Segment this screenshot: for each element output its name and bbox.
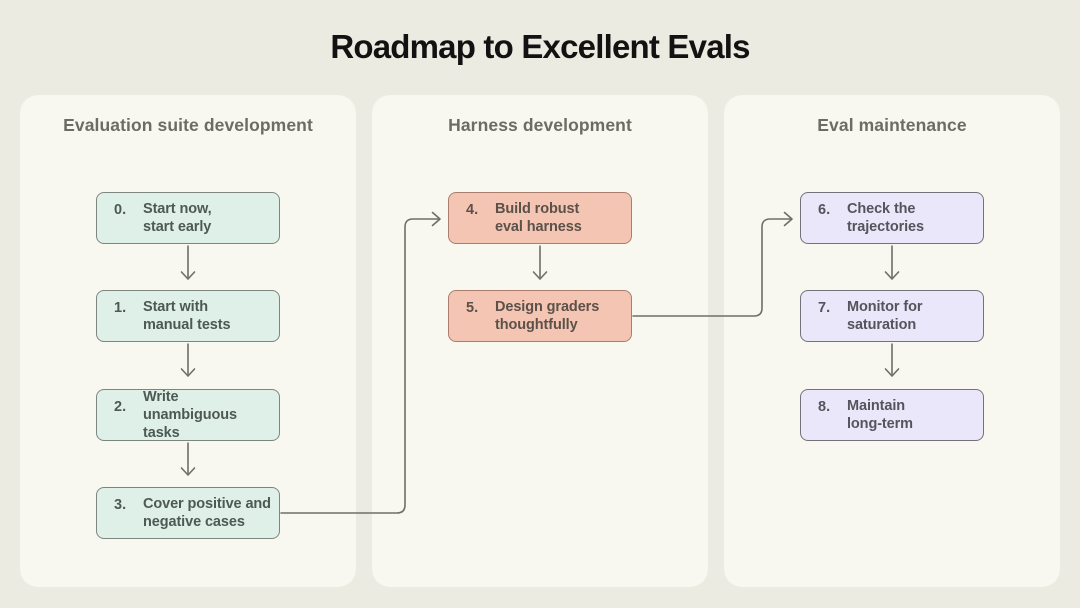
- column-evaluation-suite-development: Evaluation suite development 0. Start no…: [20, 95, 356, 587]
- step-text: Start with manual tests: [143, 299, 231, 333]
- column-eval-maintenance: Eval maintenance 6. Check the trajectori…: [724, 95, 1060, 587]
- step-text: Cover positive and negative cases: [143, 496, 271, 530]
- step-text: Start now, start early: [143, 201, 212, 235]
- step-text: Design graders thoughtfully: [495, 299, 600, 333]
- step-number: 3.: [114, 497, 127, 513]
- step-box-5: 5. Design graders thoughtfully: [448, 290, 632, 342]
- step-box-2: 2. Write unambiguous tasks: [96, 389, 280, 441]
- step-box-7: 7. Monitor for saturation: [800, 290, 984, 342]
- page-title: Roadmap to Excellent Evals: [330, 28, 750, 65]
- column-header: Harness development: [448, 115, 632, 135]
- step-box-1: 1. Start with manual tests: [96, 290, 280, 342]
- step-box-4: 4. Build robust eval harness: [448, 192, 632, 244]
- step-number: 2.: [114, 399, 127, 415]
- step-number: 6.: [818, 202, 831, 218]
- step-box-0: 0. Start now, start early: [96, 192, 280, 244]
- column-header: Eval maintenance: [817, 115, 967, 135]
- step-number: 8.: [818, 399, 831, 415]
- step-box-8: 8. Maintain long-term: [800, 389, 984, 441]
- step-number: 4.: [466, 202, 479, 218]
- step-text: Monitor for saturation: [847, 299, 923, 333]
- step-box-6: 6. Check the trajectories: [800, 192, 984, 244]
- step-text: Build robust eval harness: [495, 201, 582, 235]
- step-number: 5.: [466, 300, 479, 316]
- step-text: Maintain long-term: [847, 398, 913, 432]
- step-text: Check the trajectories: [847, 201, 924, 235]
- column-harness-development: Harness development 4. Build robust eval…: [372, 95, 708, 587]
- step-number: 0.: [114, 202, 127, 218]
- step-number: 1.: [114, 300, 127, 316]
- step-text: Write unambiguous tasks: [143, 389, 237, 441]
- step-box-3: 3. Cover positive and negative cases: [96, 487, 280, 539]
- column-header: Evaluation suite development: [63, 115, 313, 135]
- step-number: 7.: [818, 300, 831, 316]
